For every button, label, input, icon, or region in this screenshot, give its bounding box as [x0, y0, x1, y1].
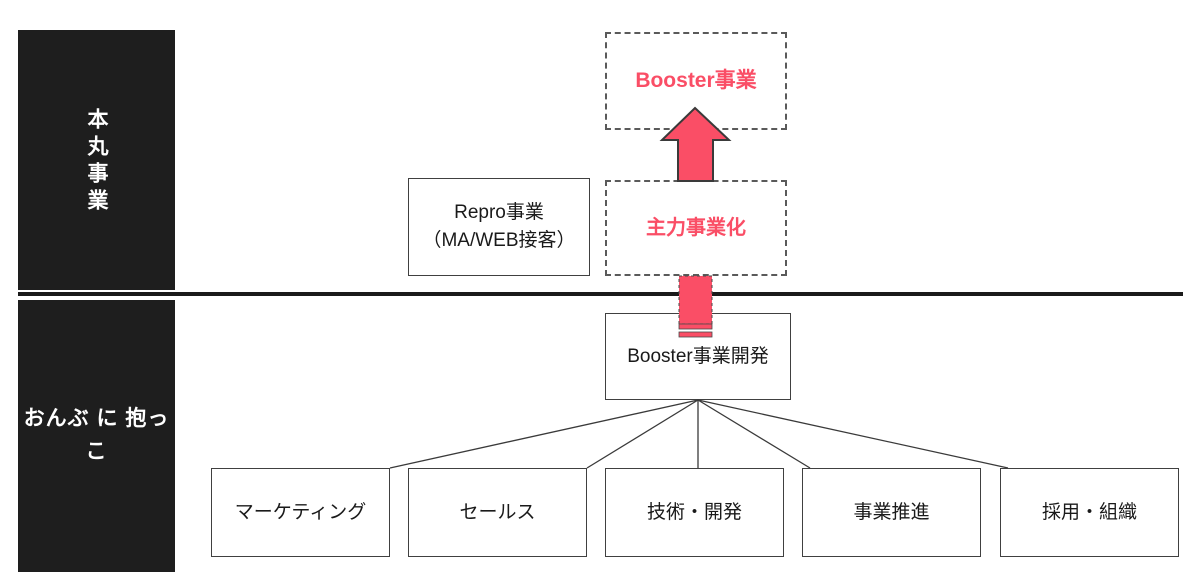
- box-recruiting-org[interactable]: 採用・組織: [1000, 468, 1179, 557]
- box-tech-dev[interactable]: 技術・開発: [605, 468, 784, 557]
- band-main-business: 本丸事業: [18, 30, 175, 290]
- box-business-promotion[interactable]: 事業推進: [802, 468, 981, 557]
- box-business-promotion-label: 事業推進: [853, 501, 930, 523]
- band-main-business-label: 本丸事業: [85, 107, 109, 216]
- tier-divider: [18, 292, 1183, 296]
- band-piggyback-label: おんぶ に 抱っこ: [23, 407, 170, 463]
- box-booster-business-development-label: Booster事業開発: [627, 345, 769, 367]
- box-sales[interactable]: セールス: [408, 468, 587, 557]
- box-marketing[interactable]: マーケティング: [211, 468, 390, 557]
- box-become-core-business[interactable]: 主力事業化: [605, 180, 787, 276]
- box-become-core-business-label: 主力事業化: [646, 216, 746, 239]
- box-repro-business[interactable]: Repro事業 （MA/WEB接客）: [408, 178, 590, 276]
- box-tech-dev-label: 技術・開発: [646, 501, 742, 523]
- box-recruiting-org-label: 採用・組織: [1041, 501, 1137, 523]
- box-repro-business-label: Repro事業 （MA/WEB接客）: [422, 202, 576, 251]
- box-booster-business-development[interactable]: Booster事業開発: [605, 313, 791, 400]
- box-booster-business[interactable]: Booster事業: [605, 32, 787, 130]
- box-booster-business-label: Booster事業: [635, 68, 757, 92]
- band-piggyback: おんぶ に 抱っこ: [18, 300, 175, 572]
- box-sales-label: セールス: [459, 501, 536, 523]
- box-marketing-label: マーケティング: [234, 501, 367, 523]
